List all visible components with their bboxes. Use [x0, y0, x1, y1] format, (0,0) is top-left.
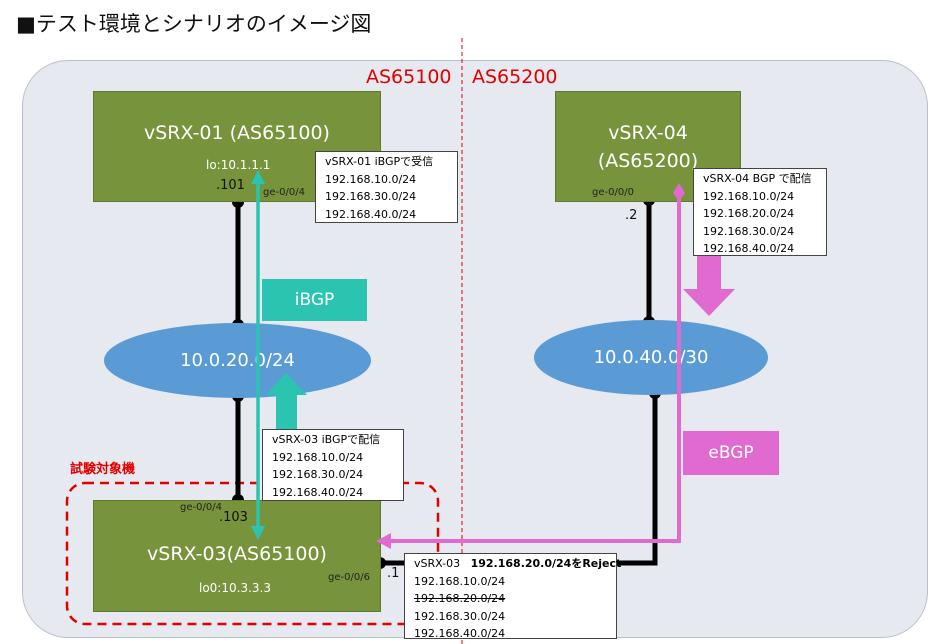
note-route-rejected: 192.168.20.0/24 [414, 592, 506, 605]
note-route: 192.168.10.0/24 [325, 172, 417, 186]
note-route: 192.168.40.0/24 [414, 627, 506, 640]
ebgp-arrow-head-left [376, 533, 391, 549]
ibgp-label: iBGP [262, 279, 367, 321]
ibgp-label-text: iBGP [294, 290, 335, 310]
note-header-prefix: vSRX-03 [414, 557, 461, 570]
note-header: vSRX-01 iBGPで受信 [325, 155, 434, 168]
router-vsrx-01-loopback: lo:10.1.1.1 [206, 158, 271, 172]
note-vsrx-03-ebgp-reject: vSRX-03 192.168.20.0/24をReject 192.168.1… [404, 553, 621, 640]
page-title: ■テスト環境とシナリオのイメージ図 [16, 12, 372, 36]
ebgp-arrow-line [386, 193, 681, 543]
as-left-label: AS65100 [366, 66, 452, 88]
router-vsrx-03-name: vSRX-03(AS65100) [147, 543, 327, 565]
network-10-0-40-0: 10.0.40.0/30 [534, 320, 768, 395]
note-route: 192.168.10.0/24 [414, 574, 506, 588]
note-vsrx-01-received: vSRX-01 iBGPで受信 192.168.10.0/24 192.168.… [315, 151, 458, 223]
test-target-frame [65, 481, 440, 626]
r01-addr-label: .101 [216, 178, 245, 193]
router-vsrx-04-name-line1: vSRX-04 [608, 122, 688, 144]
note-route: 192.168.40.0/24 [272, 485, 364, 499]
note-header: vSRX-04 BGP で配信 [703, 172, 812, 185]
note-route: 192.168.40.0/24 [325, 207, 417, 221]
as-right-label: AS65200 [472, 66, 558, 88]
r03-addr-top-label: .103 [219, 510, 248, 525]
network-10-0-20-0-label: 10.0.20.0/24 [180, 350, 295, 371]
network-10-0-20-0: 10.0.20.0/24 [104, 323, 371, 398]
test-target-label: 試験対象機 [70, 462, 136, 477]
ibgp-advertise-arrow [266, 373, 307, 434]
note-route: 192.168.30.0/24 [703, 224, 795, 238]
router-vsrx-03: vSRX-03(AS65100) lo0:10.3.3.3 [93, 500, 381, 612]
note-route: 192.168.10.0/24 [703, 189, 795, 203]
r01-port-label: ge-0/0/4 [263, 187, 305, 198]
ebgp-arrow-head-top [673, 183, 685, 201]
note-header: vSRX-03 iBGPで配信 [272, 433, 381, 446]
router-vsrx-03-loopback: lo0:10.3.3.3 [199, 581, 271, 595]
r04-addr-label: .2 [625, 208, 638, 223]
note-vsrx-04-advertised: vSRX-04 BGP で配信 192.168.10.0/24 192.168.… [693, 168, 827, 256]
r03-port-right-label: ge-0/0/6 [328, 572, 370, 583]
r03-addr-right-label: .1 [387, 566, 400, 581]
ibgp-arrow-head-down [251, 526, 265, 540]
router-vsrx-01-name: vSRX-01 (AS65100) [144, 122, 330, 144]
ebgp-advertise-arrow [683, 253, 735, 316]
note-route: 192.168.40.0/24 [703, 242, 795, 255]
note-route: 192.168.30.0/24 [325, 190, 417, 203]
r03-port-top-label: ge-0/0/4 [180, 502, 222, 513]
ebgp-label: eBGP [683, 431, 779, 475]
note-route: 192.168.20.0/24 [703, 207, 795, 220]
note-route: 192.168.30.0/24 [272, 468, 364, 481]
note-route: 192.168.30.0/24 [414, 609, 506, 623]
ebgp-label-text: eBGP [708, 443, 754, 463]
note-header-reject: 192.168.20.0/24をReject [470, 557, 622, 570]
note-header: vSRX-03 192.168.20.0/24をReject [414, 555, 621, 573]
note-route: 192.168.10.0/24 [272, 450, 364, 464]
router-vsrx-04-name-line2: (AS65200) [597, 150, 699, 172]
note-vsrx-03-ibgp: vSRX-03 iBGPで配信 192.168.10.0/24 192.168.… [262, 429, 404, 501]
ibgp-arrow-head-up [251, 170, 265, 184]
r04-port-label: ge-0/0/0 [592, 187, 634, 198]
